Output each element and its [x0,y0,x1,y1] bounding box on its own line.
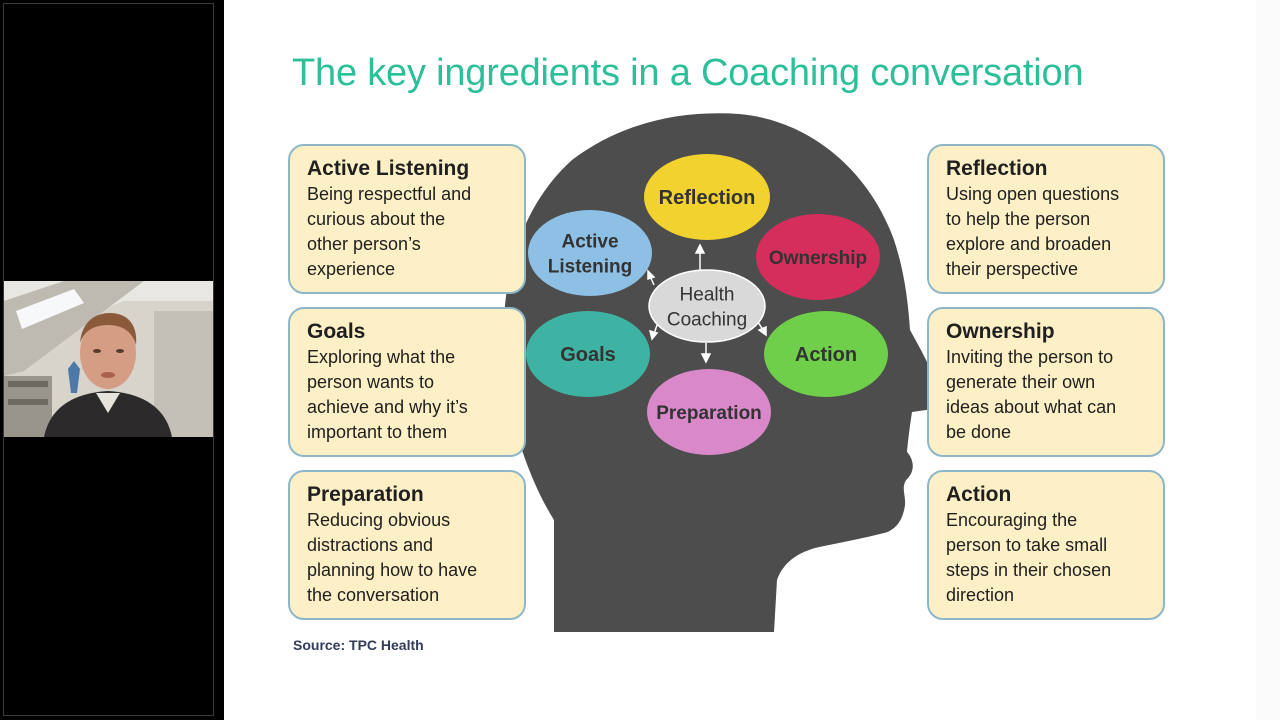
node-active-listening-bubble [528,210,652,296]
card-text: Reducing obvious distractions and planni… [307,508,514,608]
video-sidebar [0,0,224,720]
webcam-thumbnail [4,281,213,437]
card-line: Encouraging the [946,510,1078,530]
right-margin [1256,0,1280,720]
card-line: Inviting the person to [946,347,1114,367]
card-line: planning how to have [307,560,478,580]
card-line: person to take small [946,535,1108,555]
card-line: achieve and why it’s [307,397,468,417]
card-active-listening: Active Listening Being respectful and cu… [288,144,526,294]
card-line: explore and broaden [946,234,1112,254]
card-line: direction [946,585,1015,605]
card-reflection: Reflection Using open questions to help … [927,144,1165,294]
card-line: curious about the [307,209,446,229]
card-line: be done [946,422,1012,442]
card-line: ideas about what can [946,397,1117,417]
card-title: Reflection [946,157,1048,180]
card-line: generate their own [946,372,1096,392]
card-text: Encouraging the person to take small ste… [946,508,1153,608]
card-title: Goals [307,320,366,343]
card-line: distractions and [307,535,434,555]
node-goals: Goals [526,311,650,397]
sidebar-frame [3,3,214,716]
node-preparation-bubble [647,369,771,455]
presentation-slide: The key ingredients in a Coaching conver… [224,0,1256,720]
node-preparation-label: Preparation [656,403,762,424]
card-text: Being respectful and curious about the o… [307,182,514,282]
card-line: other person’s [307,234,421,254]
card-title: Active Listening [307,157,470,180]
node-action: Action [764,311,888,397]
card-line: person wants to [307,372,435,392]
card-ownership: Ownership Inviting the person to generat… [927,307,1165,457]
card-line: the conversation [307,585,440,605]
card-preparation: Preparation Reducing obvious distraction… [288,470,526,620]
slide-title: The key ingredients in a Coaching conver… [292,52,1084,94]
node-ownership-bubble [756,214,880,300]
node-action-bubble [764,311,888,397]
node-ownership-label: Ownership [769,248,867,269]
card-action: Action Encouraging the person to take sm… [927,470,1165,620]
card-line: Reducing obvious [307,510,451,530]
card-text: Exploring what the person wants to achie… [307,345,514,445]
card-title: Preparation [307,483,424,506]
card-line: experience [307,259,396,279]
card-title: Action [946,483,1012,506]
card-line: their perspective [946,259,1079,279]
node-reflection-bubble [644,154,770,240]
card-line: Being respectful and [307,184,472,204]
presenter-image [4,281,213,437]
node-reflection-label: Reflection [659,187,756,209]
node-goals-label: Goals [560,344,616,366]
node-ownership: Ownership [756,214,880,300]
card-text: Inviting the person to generate their ow… [946,345,1153,445]
card-text: Using open questions to help the person … [946,182,1153,282]
card-line: Exploring what the [307,347,456,367]
node-reflection: Reflection [644,154,770,240]
node-preparation: Preparation [647,369,771,455]
node-health-coaching-bubble [648,269,766,343]
card-line: steps in their chosen [946,560,1112,580]
node-action-label: Action [795,344,857,366]
card-line: to help the person [946,209,1091,229]
source-citation: Source: TPC Health [293,637,424,653]
node-goals-bubble [526,311,650,397]
card-goals: Goals Exploring what the person wants to… [288,307,526,457]
card-line: important to them [307,422,448,442]
card-line: Using open questions [946,184,1120,204]
card-title: Ownership [946,320,1055,343]
head-diagram: Reflection Ownership Action Preparation … [503,113,942,633]
